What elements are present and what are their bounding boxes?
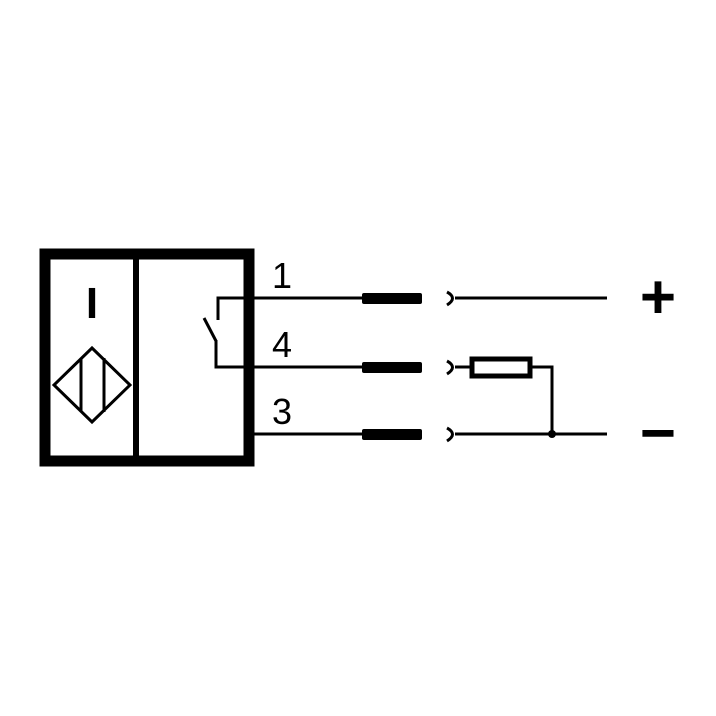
plug-pins <box>362 293 422 440</box>
negative-terminal-label: − <box>640 399 676 468</box>
sensor-type-label: I <box>86 279 98 328</box>
socket-connectors <box>446 290 607 443</box>
switch-contact-icon <box>202 296 365 436</box>
terminal-4-label: 4 <box>272 324 292 365</box>
load-resistor-icon <box>469 356 556 438</box>
terminal-1-label: 1 <box>272 255 292 296</box>
inductive-sensor-icon <box>51 345 133 425</box>
terminal-3-label: 3 <box>272 391 292 432</box>
sensor-housing <box>39 248 255 467</box>
positive-terminal-label: + <box>640 263 676 332</box>
